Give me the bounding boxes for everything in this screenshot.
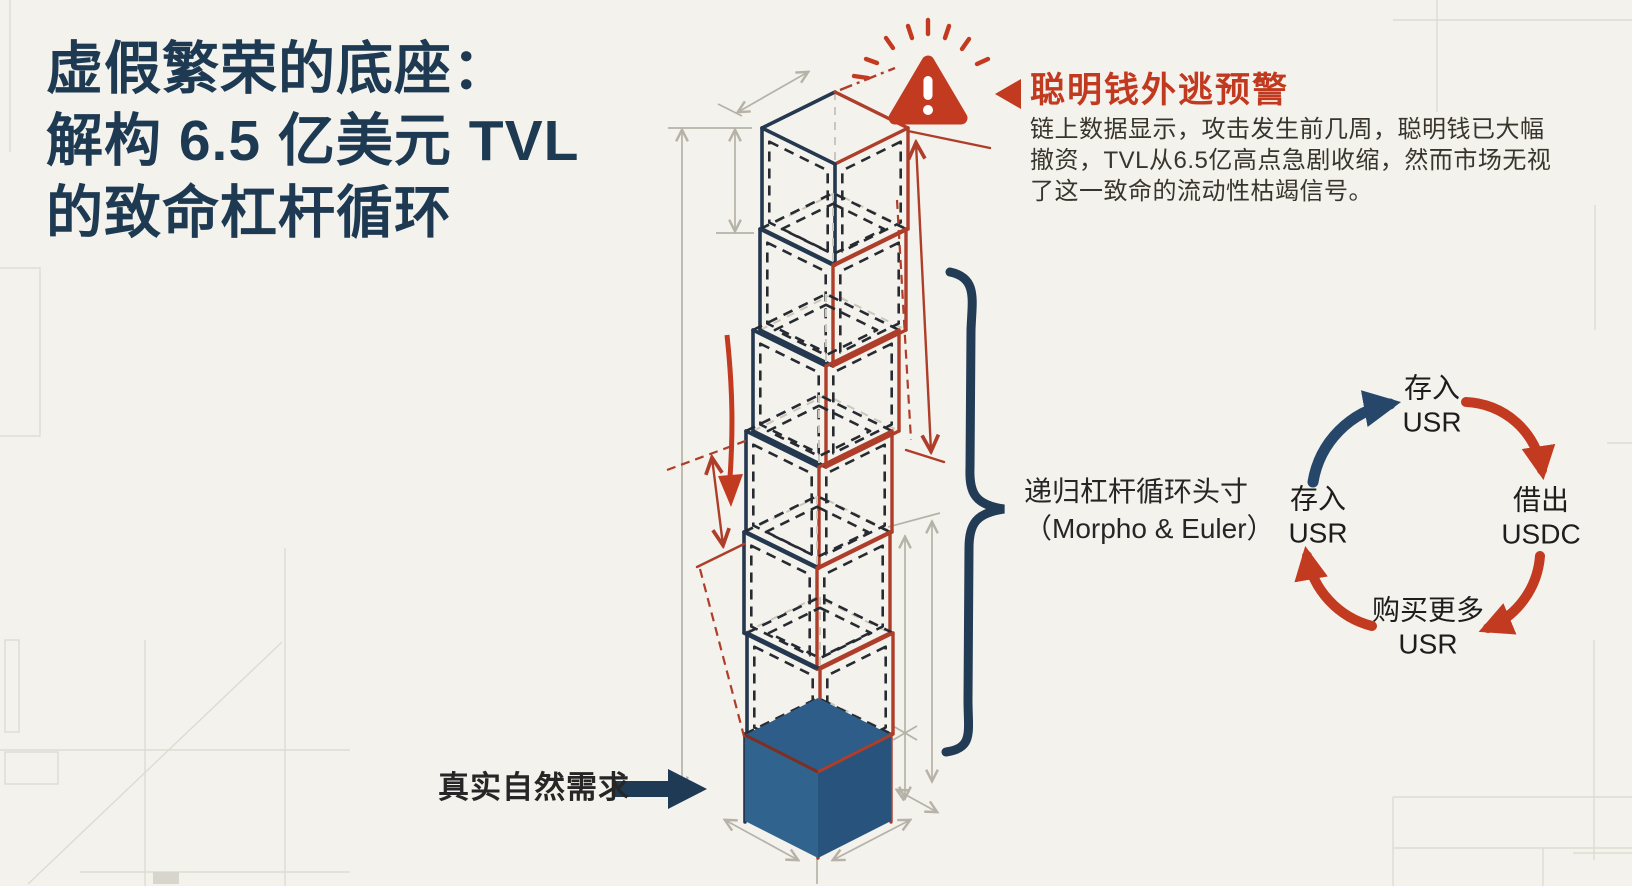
cycle-node-deposit-usr-left: 存入 USR	[1288, 483, 1348, 548]
right-arrow-icon	[612, 769, 707, 809]
leverage-cycle-arrows	[1294, 390, 1556, 635]
warning-body: 链上数据显示，攻击发生前几周，聪明钱已大幅 撤资，TVL从6.5亿高点急剧收缩，…	[1030, 116, 1552, 206]
cycle-node-borrow-usdc: 借出 USDC	[1501, 484, 1581, 549]
cycle-arrow-bottom-to-left	[1294, 545, 1377, 631]
warning-triangle-icon	[851, 17, 991, 125]
warning-heading: 聪明钱外逃预警	[1030, 71, 1290, 110]
tvl-cube-tower	[742, 90, 910, 860]
curly-brace	[941, 267, 1005, 757]
real-demand-label: 真实自然需求	[438, 770, 630, 805]
cycle-arrow-left-to-top	[1307, 390, 1402, 488]
page-title: 虚假繁荣的底座： 解构 6.5 亿美元 TVL 的致命杠杆循环	[46, 37, 580, 245]
cycle-node-buy-more-usr: 购买更多 USR	[1371, 594, 1485, 659]
down-arrow-icon	[718, 474, 743, 507]
collapse-annotations	[666, 66, 992, 745]
cycle-arrow-right-to-bottom	[1478, 551, 1545, 635]
dimension-lines	[648, 72, 941, 884]
cycle-arrow-top-to-right	[1461, 397, 1556, 481]
real-demand-cube	[744, 698, 892, 858]
cycle-node-deposit-usr-top: 存入 USR	[1402, 372, 1462, 437]
left-pointer-triangle-icon	[995, 79, 1021, 109]
leverage-brace-label: 递归杠杆循环头寸 （Morpho & Euler）	[1024, 476, 1275, 544]
